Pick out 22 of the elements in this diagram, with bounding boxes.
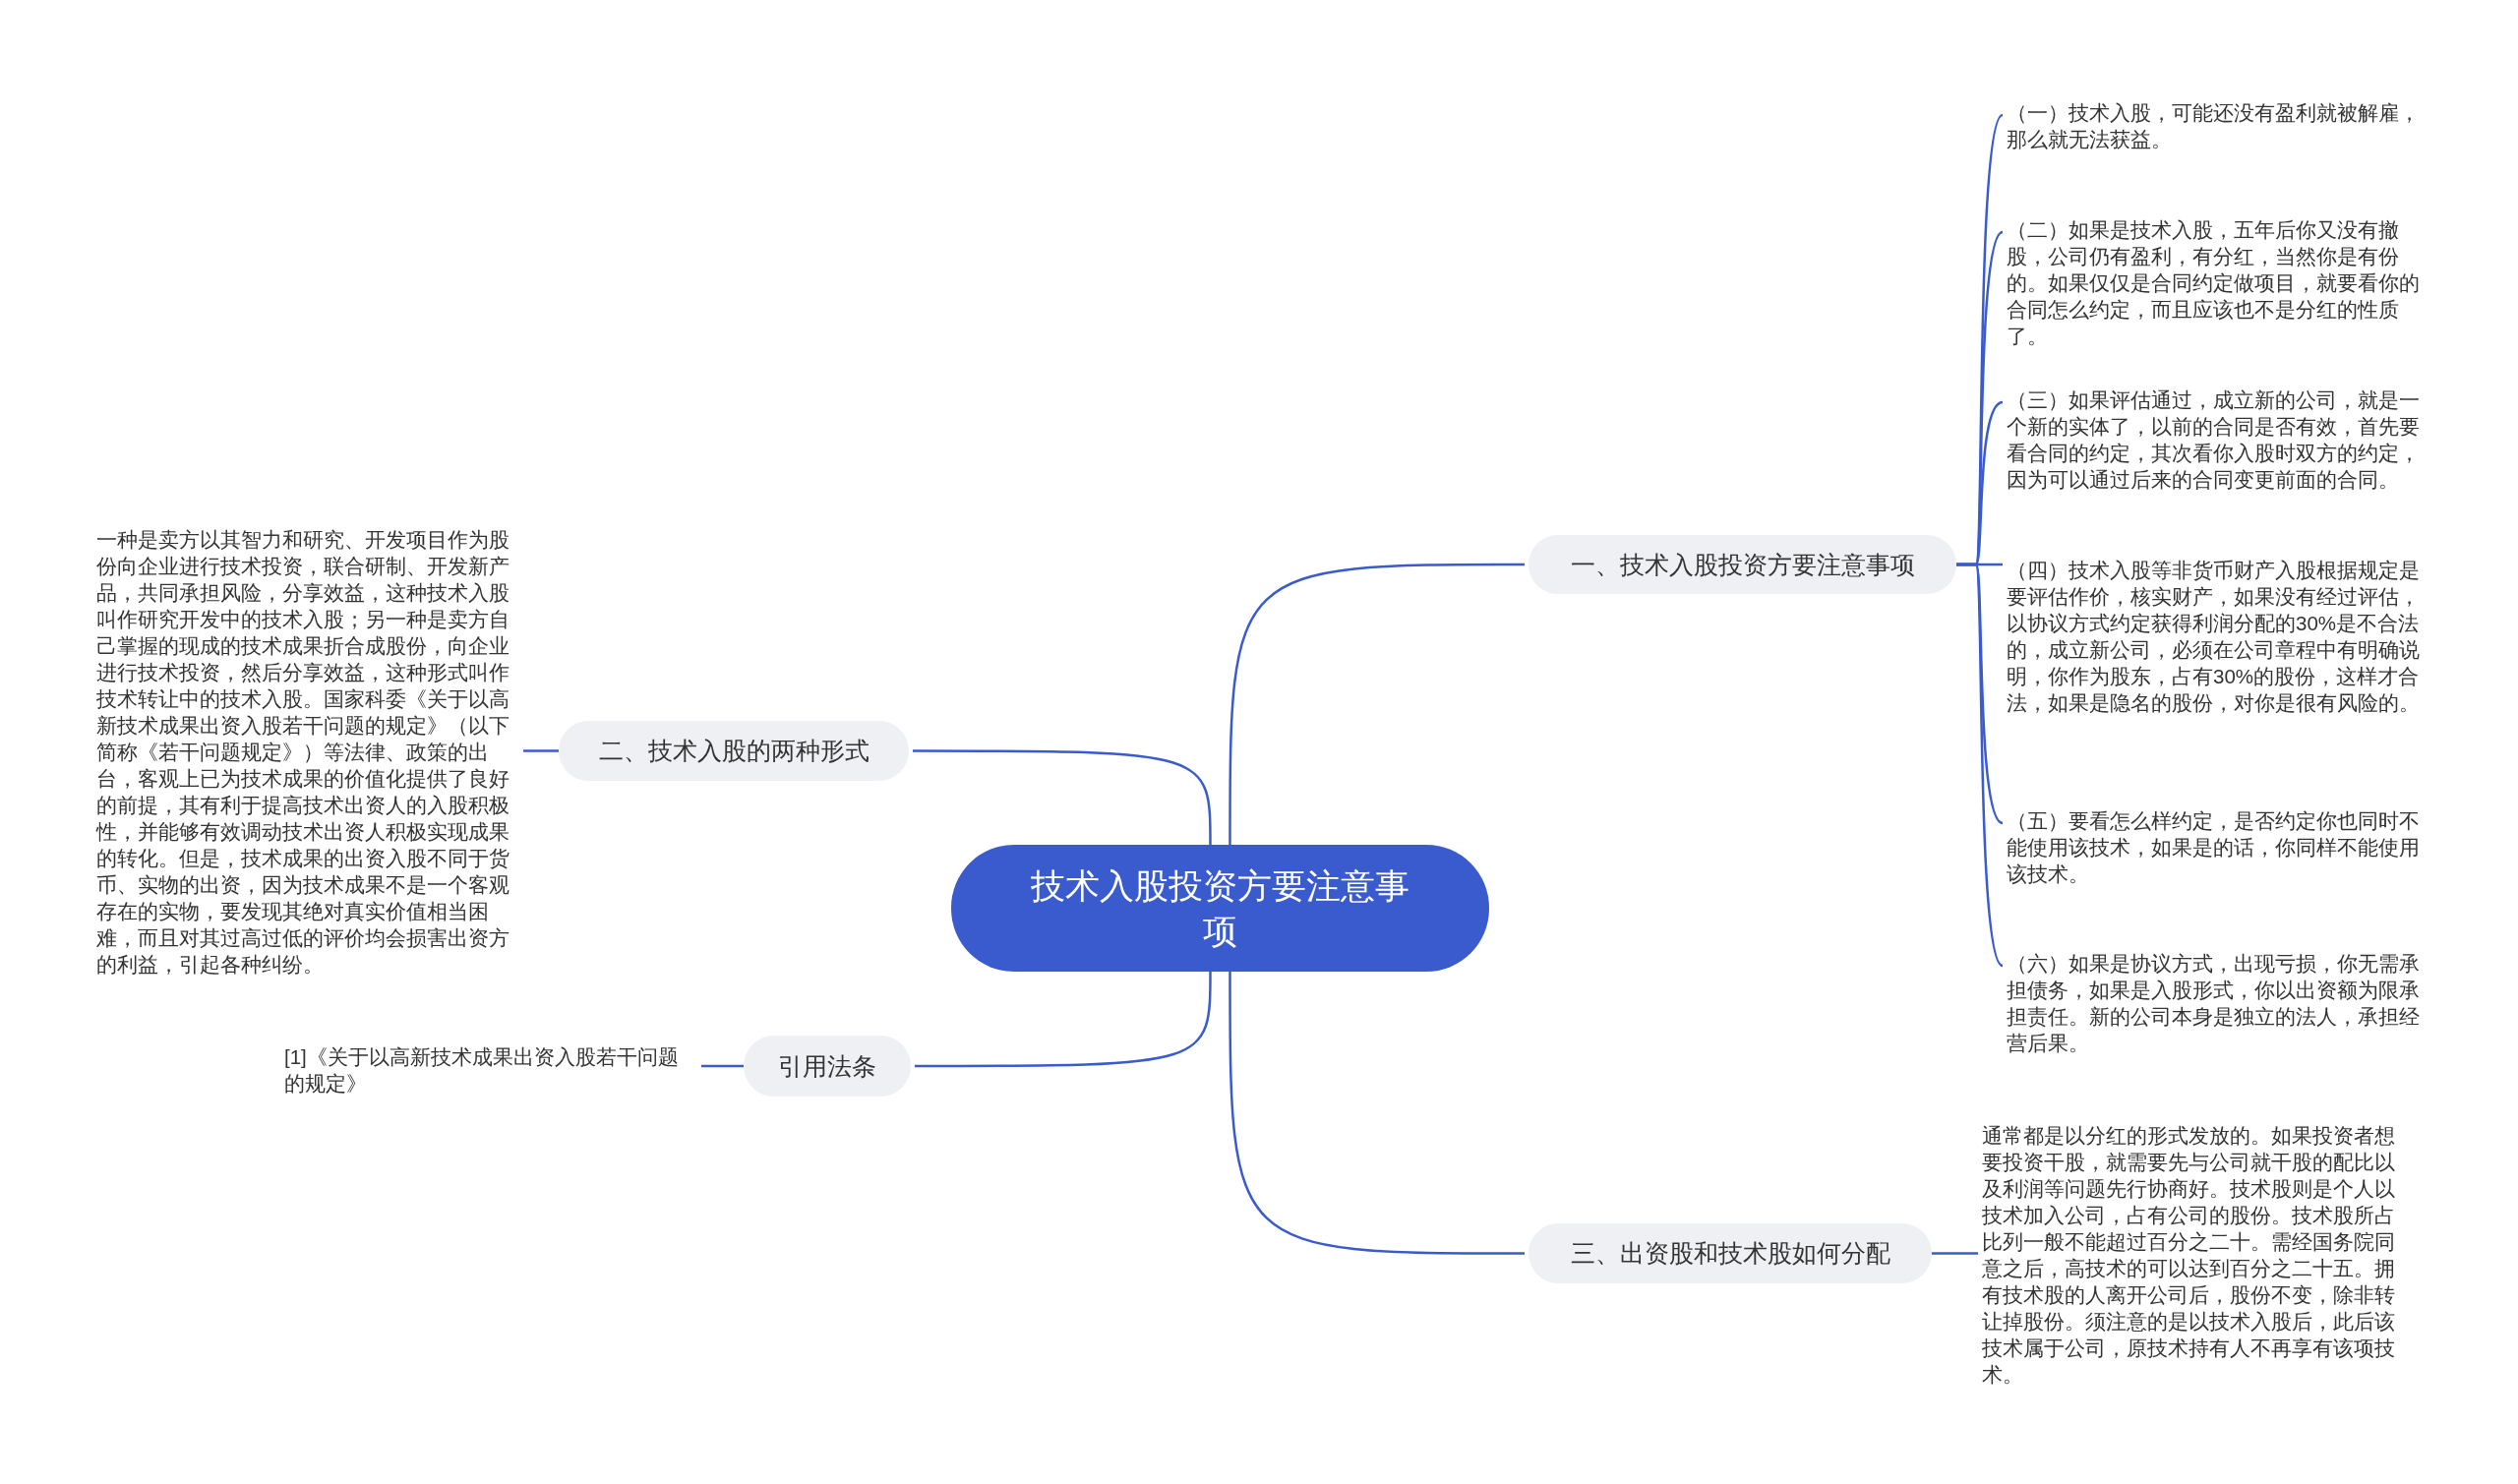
connector-line	[1932, 1252, 1978, 1255]
note-text: （五）要看怎么样约定，是否约定你也同时不能使用该技术，如果是的话，你同样不能使用该技术。	[2007, 807, 2429, 887]
note-text: （一）技术入股，可能还没有盈利就被解雇，那么就无法获益。	[2007, 99, 2429, 152]
branch-topic: 引用法条	[744, 1036, 911, 1097]
branch-topic: 三、出资股和技术股如何分配	[1529, 1223, 1932, 1283]
central-topic: 技术入股投资方要注意事项	[951, 845, 1489, 972]
connector-line	[1229, 563, 1525, 845]
note-text: （四）技术入股等非货币财产入股根据规定是要评估作价，核实财产，如果没有经过评估，以协议方式约定获得利润分配的30%是不合法的，成立新公司，必须在公司章程中有明确说明，你作为股东，占有30%的股份，这样才合法，如果是隐名的股份，对你是很有风险的。	[2007, 557, 2429, 716]
connector-line	[1956, 563, 2004, 967]
note-text: （二）如果是技术入股，五年后你又没有撤股，公司仍有盈利，有分红，当然你是有份的。如果仅仅是合同约定做项目，就要看你的合同怎么约定，而且应该也不是分红的性质了。	[2007, 216, 2429, 349]
note-text: 一种是卖方以其智力和研究、开发项目作为股份向企业进行技术投资，联合研制、开发新产品，共同承担风险，分享效益，这种技术入股叫作研究开发中的技术入股；另一种是卖方自己掌握的现成的技术成果折合成股份，向企业进行技术投资，然后分享效益，这种形式叫作技术转让中的技术入股。国家科委《关于以高新技术成果出资入股若干问题的规定》（以下简称《若干问题规定》）等法律、政策的出台，客观上已为技术成果的价值化提供了良好的前提，其有利于提高技术出资人的入股积极性，并能够有效调动技术出资人积极实现成果的转化。但是，技术成果的出资入股不同于货币、实物的出资，因为技术成果不是一个客观存在的实物，要发现其绝对真实价值相当困难，而且对其过高过低的评价均会损害出资方的利益，引起各种纠纷。	[96, 526, 519, 978]
connector-line	[1229, 972, 1525, 1255]
connector-line	[913, 749, 1212, 845]
note-text: （三）如果评估通过，成立新的公司，就是一个新的实体了，以前的合同是否有效，首先要看合同的约定，其次看你入股时双方的约定，因为可以通过后来的合同变更前面的合同。	[2007, 386, 2429, 493]
branch-topic: 一、技术入股投资方要注意事项	[1529, 535, 1956, 594]
note-text: 通常都是以分红的形式发放的。如果投资者想要投资干股，就需要先与公司就干股的配比以及利润等问题先行协商好。技术股则是个人以技术加入公司，占有公司的股份。技术股所占比列一般不能超过百分之二十。需经国务院同意之后，高技术的可以达到百分之二十五。拥有技术股的人离开公司后，股份不变，除非转让掉股份。须注意的是以技术入股后，此后该技术属于公司，原技术持有人不再享有该项技术。	[1982, 1122, 2405, 1388]
note-text: [1]《关于以高新技术成果出资入股若干问题的规定》	[284, 1043, 697, 1097]
branch-topic: 二、技术入股的两种形式	[559, 721, 909, 781]
connector-line	[701, 1064, 744, 1068]
note-text: （六）如果是协议方式，出现亏损，你无需承担债务，如果是入股形式，你以出资额为限承担责任。新的公司本身是独立的法人，承担经营后果。	[2007, 950, 2429, 1056]
connector-line	[523, 749, 559, 752]
connector-line	[915, 972, 1212, 1068]
